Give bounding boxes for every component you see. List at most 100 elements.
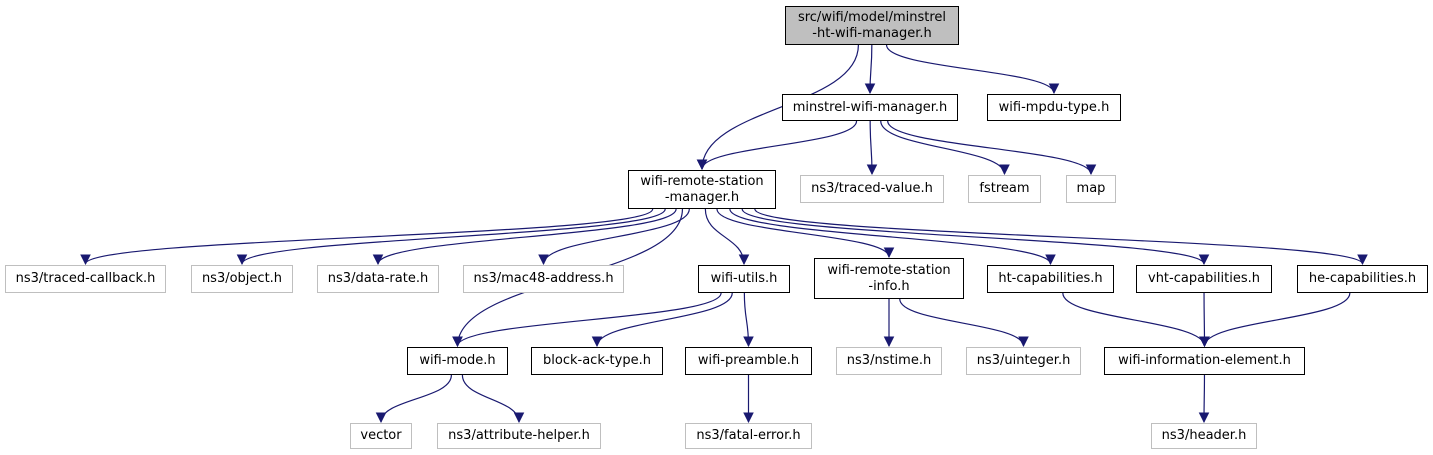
edge-rsm-to-vht-cap (741, 208, 1210, 266)
node-label: src/wifi/model/minstrel-ht-wifi-manager.… (798, 10, 946, 42)
node-label-line: ns3/attribute-helper.h (448, 428, 590, 443)
node-label: ns3/data-rate.h (328, 271, 428, 287)
node-label-line: ns3/uinteger.h (976, 353, 1071, 368)
node-label-line: wifi-preamble.h (697, 353, 800, 368)
node-label-line: -ht-wifi-manager.h (812, 25, 932, 41)
node-object[interactable]: ns3/object.h (191, 265, 293, 293)
node-label-line: map (1076, 181, 1106, 196)
node-label: ns3/object.h (202, 271, 282, 287)
edge-minstrel-to-rsm (696, 120, 858, 171)
node-label: vht-capabilities.h (1148, 271, 1260, 287)
node-label-line: ns3/nstime.h (846, 353, 932, 368)
node-label: ht-capabilities.h (998, 271, 1102, 287)
node-label-line: -info.h (868, 278, 910, 294)
node-header[interactable]: ns3/header.h (1151, 423, 1257, 449)
edge-root-to-rsm (696, 44, 859, 171)
edge-wifi-utils-to-wifi-mode (452, 292, 722, 348)
node-label: ns3/traced-callback.h (16, 271, 156, 287)
node-label: vector (360, 428, 401, 444)
node-label-line: he-capabilities.h (1308, 271, 1417, 286)
node-label: ns3/mac48-address.h (473, 271, 613, 287)
node-label: he-capabilities.h (1309, 271, 1416, 287)
node-attr-helper[interactable]: ns3/attribute-helper.h (437, 423, 601, 449)
node-label-line: ns3/header.h (1161, 428, 1247, 443)
node-minstrel[interactable]: minstrel-wifi-manager.h (782, 94, 958, 121)
node-label-line: vht-capabilities.h (1148, 271, 1260, 286)
node-traced-callback[interactable]: ns3/traced-callback.h (5, 265, 166, 293)
node-wifi-utils[interactable]: wifi-utils.h (698, 265, 790, 293)
node-label-line: wifi-remote-station (827, 262, 951, 278)
node-label-line: ns3/traced-callback.h (15, 271, 156, 286)
node-he-cap[interactable]: he-capabilities.h (1297, 265, 1428, 293)
node-mac48[interactable]: ns3/mac48-address.h (463, 265, 624, 293)
node-label-line: ns3/mac48-address.h (473, 271, 614, 286)
node-label: ns3/uinteger.h (977, 353, 1071, 369)
node-label: wifi-preamble.h (698, 353, 799, 369)
node-vector[interactable]: vector (350, 423, 412, 449)
edge-rsm-to-rsi (716, 208, 895, 259)
node-label-line: block-ack-type.h (543, 353, 651, 368)
node-data-rate[interactable]: ns3/data-rate.h (317, 265, 439, 293)
node-label: block-ack-type.h (543, 353, 651, 369)
node-label: map (1077, 181, 1106, 197)
node-label: ns3/header.h (1162, 428, 1247, 444)
node-rsi[interactable]: wifi-remote-station-info.h (814, 258, 964, 299)
node-label: wifi-information-element.h (1118, 353, 1291, 369)
node-label-line: wifi-utils.h (710, 271, 778, 286)
edge-rsm-to-data-rate (372, 208, 677, 266)
edge-he-cap-to-info-elem (1199, 292, 1351, 348)
node-label: ns3/attribute-helper.h (448, 428, 590, 444)
node-label-line: ns3/data-rate.h (327, 271, 429, 286)
node-label-line: wifi-mode.h (419, 353, 496, 368)
node-wifi-mode[interactable]: wifi-mode.h (407, 347, 508, 375)
node-label: ns3/fatal-error.h (696, 428, 800, 444)
edge-rsm-to-ht-cap (729, 208, 1056, 266)
edge-rsm-to-wifi-utils (704, 208, 750, 266)
node-label-line: ns3/object.h (201, 271, 283, 286)
edge-rsi-to-uinteger (899, 298, 1029, 348)
edge-minstrel-to-fstream (880, 120, 1010, 176)
node-vht-cap[interactable]: vht-capabilities.h (1136, 265, 1272, 293)
edge-wifi-utils-to-preamble (743, 292, 754, 348)
node-label-line: wifi-mpdu-type.h (998, 99, 1110, 115)
node-fstream[interactable]: fstream (968, 175, 1041, 203)
edge-minstrel-to-traced-value (866, 120, 878, 176)
node-label: ns3/nstime.h (847, 353, 931, 369)
node-ht-cap[interactable]: ht-capabilities.h (987, 265, 1114, 293)
node-label-line: minstrel-wifi-manager.h (792, 99, 948, 115)
node-rsm[interactable]: wifi-remote-station-manager.h (628, 170, 776, 209)
node-label-line: wifi-remote-station (640, 173, 764, 189)
edge-rsm-to-mac48 (538, 208, 690, 266)
node-block-ack[interactable]: block-ack-type.h (531, 347, 663, 375)
edge-rsm-to-he-cap (754, 208, 1368, 266)
node-label-line: src/wifi/model/minstrel (797, 9, 947, 25)
node-preamble[interactable]: wifi-preamble.h (685, 347, 812, 375)
node-label: wifi-remote-station-info.h (827, 263, 950, 295)
edge-wifi-utils-to-block-ack (591, 292, 733, 348)
edge-rsm-to-object (236, 208, 666, 266)
node-label: wifi-mpdu-type.h (999, 100, 1110, 116)
edge-rsm-to-traced-callback (80, 208, 654, 266)
node-label-line: ns3/traced-value.h (811, 181, 933, 196)
node-traced-value[interactable]: ns3/traced-value.h (800, 175, 944, 203)
node-fatal-error[interactable]: ns3/fatal-error.h (685, 423, 812, 449)
node-map[interactable]: map (1066, 175, 1116, 203)
edge-minstrel-to-map (887, 120, 1097, 176)
node-label-line: ns3/fatal-error.h (696, 428, 801, 443)
node-mpdu[interactable]: wifi-mpdu-type.h (987, 94, 1121, 121)
node-label: ns3/traced-value.h (811, 181, 933, 197)
node-label: minstrel-wifi-manager.h (793, 100, 947, 116)
node-uinteger[interactable]: ns3/uinteger.h (966, 347, 1081, 375)
node-label-line: ht-capabilities.h (998, 271, 1103, 286)
node-label-line: vector (360, 428, 402, 443)
edge-root-to-minstrel (864, 44, 876, 95)
node-label: wifi-mode.h (419, 353, 495, 369)
node-root[interactable]: src/wifi/model/minstrel-ht-wifi-manager.… (785, 6, 959, 45)
edge-wifi-mode-to-vector (375, 374, 452, 424)
node-label-line: -manager.h (664, 189, 740, 205)
node-nstime[interactable]: ns3/nstime.h (836, 347, 942, 375)
node-label-line: wifi-information-element.h (1118, 353, 1291, 368)
node-info-elem[interactable]: wifi-information-element.h (1104, 347, 1305, 375)
